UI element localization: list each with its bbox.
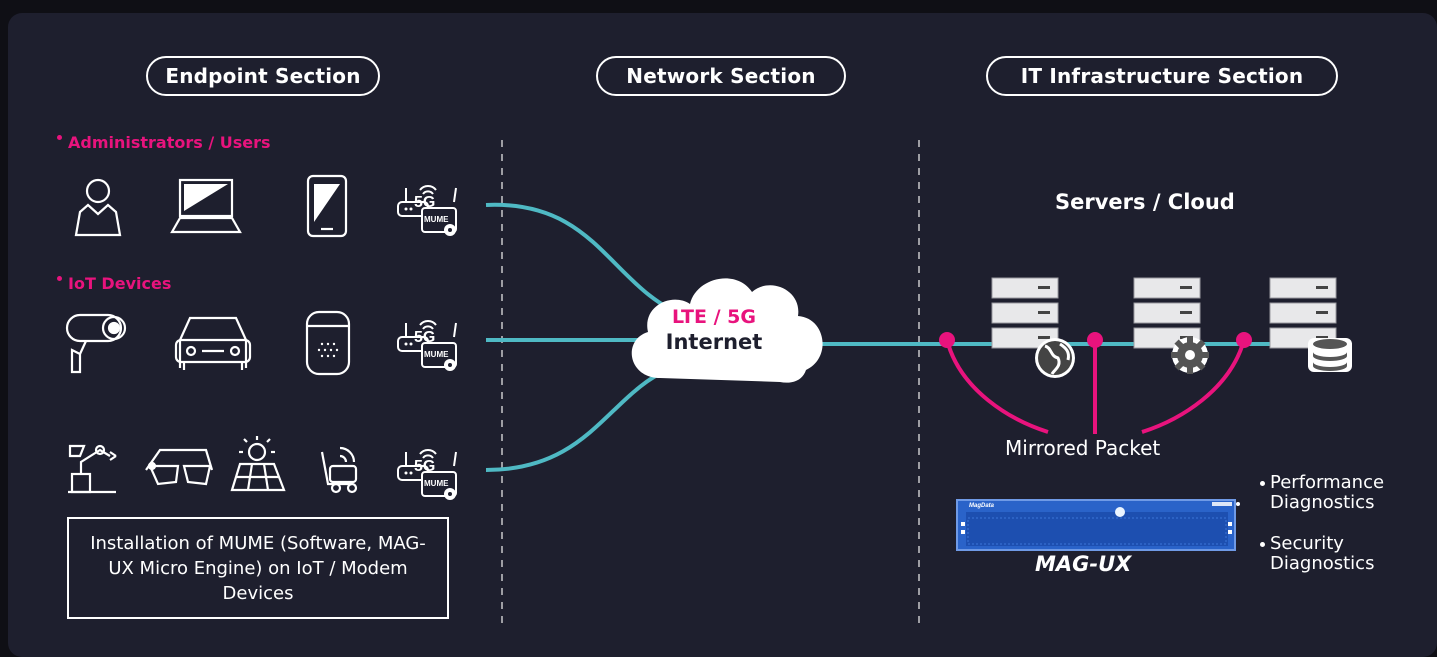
appliance-brand: MagData — [969, 503, 995, 509]
server-icon-web — [991, 277, 1059, 349]
network-section-pill: Network Section — [596, 56, 846, 96]
user-icon — [74, 178, 122, 237]
database-icon — [1308, 338, 1352, 372]
internet-cloud-icon — [631, 278, 823, 383]
delivery-robot-icon — [320, 446, 358, 494]
mume-text-3: MUME — [424, 479, 449, 488]
install-note-box: Installation of MUME (Software, MAG-UX M… — [67, 517, 449, 619]
admins-label: Administrators / Users — [57, 133, 271, 152]
robot-arm-icon — [68, 444, 117, 494]
mume-text-2: MUME — [424, 350, 449, 359]
5g-text-3: 5G — [414, 458, 435, 475]
laptop-icon — [170, 178, 242, 234]
solar-panel-icon — [230, 436, 286, 492]
smart-glasses-icon — [145, 448, 214, 486]
5g-text-1: 5G — [414, 194, 435, 211]
endpoint-section-pill: Endpoint Section — [146, 56, 380, 96]
gear-icon — [1171, 336, 1209, 374]
5g-text-2: 5G — [414, 329, 435, 346]
iot-label: IoT Devices — [57, 274, 171, 293]
5g-router-icon-2: 5G MUME — [397, 320, 457, 372]
mirrored-packet-label: Mirrored Packet — [1005, 436, 1161, 460]
cctv-camera-icon — [65, 313, 127, 374]
infra-section-pill: IT Infrastructure Section — [986, 56, 1338, 96]
mag-ux-appliance: MagData — [956, 499, 1240, 551]
car-icon — [174, 316, 252, 370]
5g-router-icon: 5G MUME — [397, 185, 457, 237]
cloud-label-internet: Internet — [665, 330, 763, 354]
tap-point-3 — [1236, 332, 1252, 348]
tap-point-2 — [1087, 332, 1103, 348]
cloud-label-network: LTE / 5G — [672, 306, 756, 328]
smartphone-icon — [306, 174, 348, 238]
mume-text-1: MUME — [424, 215, 449, 224]
security-diagnostics: Security Diagnostics — [1260, 534, 1410, 574]
tap-point-1 — [939, 332, 955, 348]
server-icon-db — [1269, 277, 1337, 349]
smart-speaker-icon — [305, 310, 351, 376]
performance-diagnostics: Performance Diagnostics — [1260, 473, 1410, 513]
servers-cloud-title: Servers / Cloud — [1055, 190, 1235, 214]
globe-icon — [1035, 338, 1075, 378]
mirror-lines — [945, 339, 1246, 434]
5g-router-icon-3: 5G MUME — [397, 449, 457, 501]
mag-ux-label: MAG-UX — [1035, 552, 1132, 576]
